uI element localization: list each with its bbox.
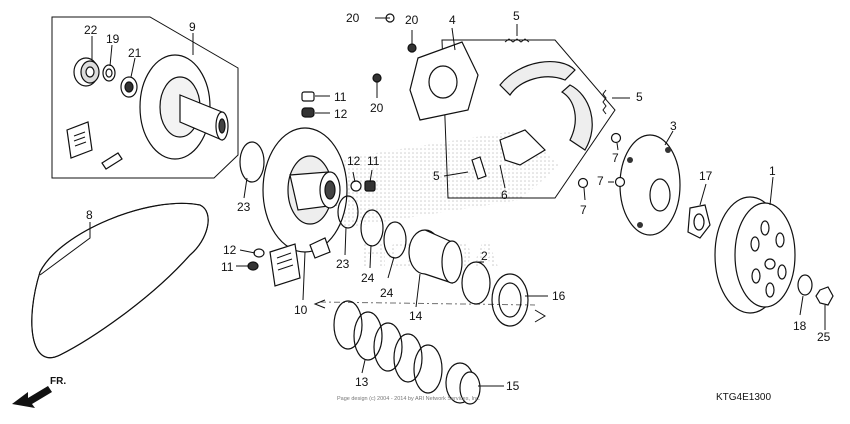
callout-13: 13 — [355, 375, 369, 389]
drive-plate-part — [619, 134, 681, 236]
seal-collar-part — [408, 229, 463, 284]
callout-12: 12 — [223, 243, 237, 257]
callout-24: 24 — [361, 271, 375, 285]
callout-20: 20 — [370, 101, 384, 115]
callout-labels: 1 2 3 4 5 5 5 6 7 7 7 8 9 10 11 11 11 12… — [84, 9, 831, 393]
callout-16: 16 — [552, 289, 566, 303]
callout-7: 7 — [580, 203, 587, 217]
callout-5: 5 — [513, 9, 520, 23]
washer-nut-parts — [797, 274, 834, 306]
pin-parts-upper — [301, 91, 315, 118]
oil-seal-parts — [360, 209, 407, 259]
callout-20: 20 — [346, 11, 360, 25]
callout-1: 1 — [769, 164, 776, 178]
needle-bearing-part — [73, 57, 100, 87]
callout-21: 21 — [128, 46, 142, 60]
callout-12: 12 — [334, 107, 348, 121]
callout-15: 15 — [506, 379, 520, 393]
callout-7: 7 — [612, 151, 619, 165]
slider-part — [101, 152, 123, 170]
callout-10: 10 — [294, 303, 308, 317]
clutch-spring-parts — [504, 38, 607, 115]
grease-label-part — [66, 121, 93, 159]
callout-22: 22 — [84, 23, 98, 37]
label-sheet-part — [269, 237, 331, 287]
callout-18: 18 — [793, 319, 807, 333]
leader-lines — [39, 17, 826, 387]
callout-14: 14 — [409, 309, 423, 323]
front-label: FR. — [50, 376, 66, 387]
callout-19: 19 — [106, 32, 120, 46]
callout-11: 11 — [334, 90, 347, 104]
callout-8: 8 — [86, 208, 93, 222]
callout-9: 9 — [189, 20, 196, 34]
clutch-shoe-box — [441, 39, 616, 199]
copyright-text: Page design (c) 2004 - 2014 by ARI Netwo… — [337, 396, 481, 402]
spring-collar-part — [445, 362, 481, 405]
movable-drive-face-part — [139, 54, 229, 160]
callout-6: 6 — [501, 188, 508, 202]
drive-face-subassembly-box — [51, 16, 239, 179]
callout-3: 3 — [670, 119, 677, 133]
callout-20: 20 — [405, 13, 419, 27]
clutch-shoes-part — [471, 61, 593, 180]
callout-7: 7 — [597, 174, 604, 188]
callout-23: 23 — [237, 200, 251, 214]
nut-parts — [372, 13, 626, 189]
driven-face-part — [262, 127, 348, 253]
o-ring-part-center — [337, 195, 359, 229]
spring-seat-part — [491, 273, 529, 327]
drive-belt-part — [31, 202, 209, 359]
clutch-outer-part — [714, 196, 796, 314]
front-direction-arrow: FR. — [12, 376, 66, 408]
ball-bearing-part — [120, 76, 138, 98]
callout-5: 5 — [636, 90, 643, 104]
driven-spring-part — [333, 300, 443, 394]
callout-11: 11 — [221, 260, 234, 274]
callout-11: 11 — [367, 154, 380, 168]
clutch-plate-part — [409, 41, 479, 121]
o-ring-part-left — [239, 141, 265, 183]
callout-17: 17 — [699, 169, 713, 183]
diagram-code: KTG4E1300 — [716, 392, 771, 403]
callout-2: 2 — [481, 249, 488, 263]
callout-25: 25 — [817, 330, 831, 344]
callout-12: 12 — [347, 154, 361, 168]
callout-24: 24 — [380, 286, 394, 300]
ring-part — [102, 64, 116, 82]
callout-5: 5 — [433, 169, 440, 183]
callout-23: 23 — [336, 257, 350, 271]
callout-4: 4 — [449, 13, 456, 27]
lock-nut-part — [687, 204, 711, 239]
